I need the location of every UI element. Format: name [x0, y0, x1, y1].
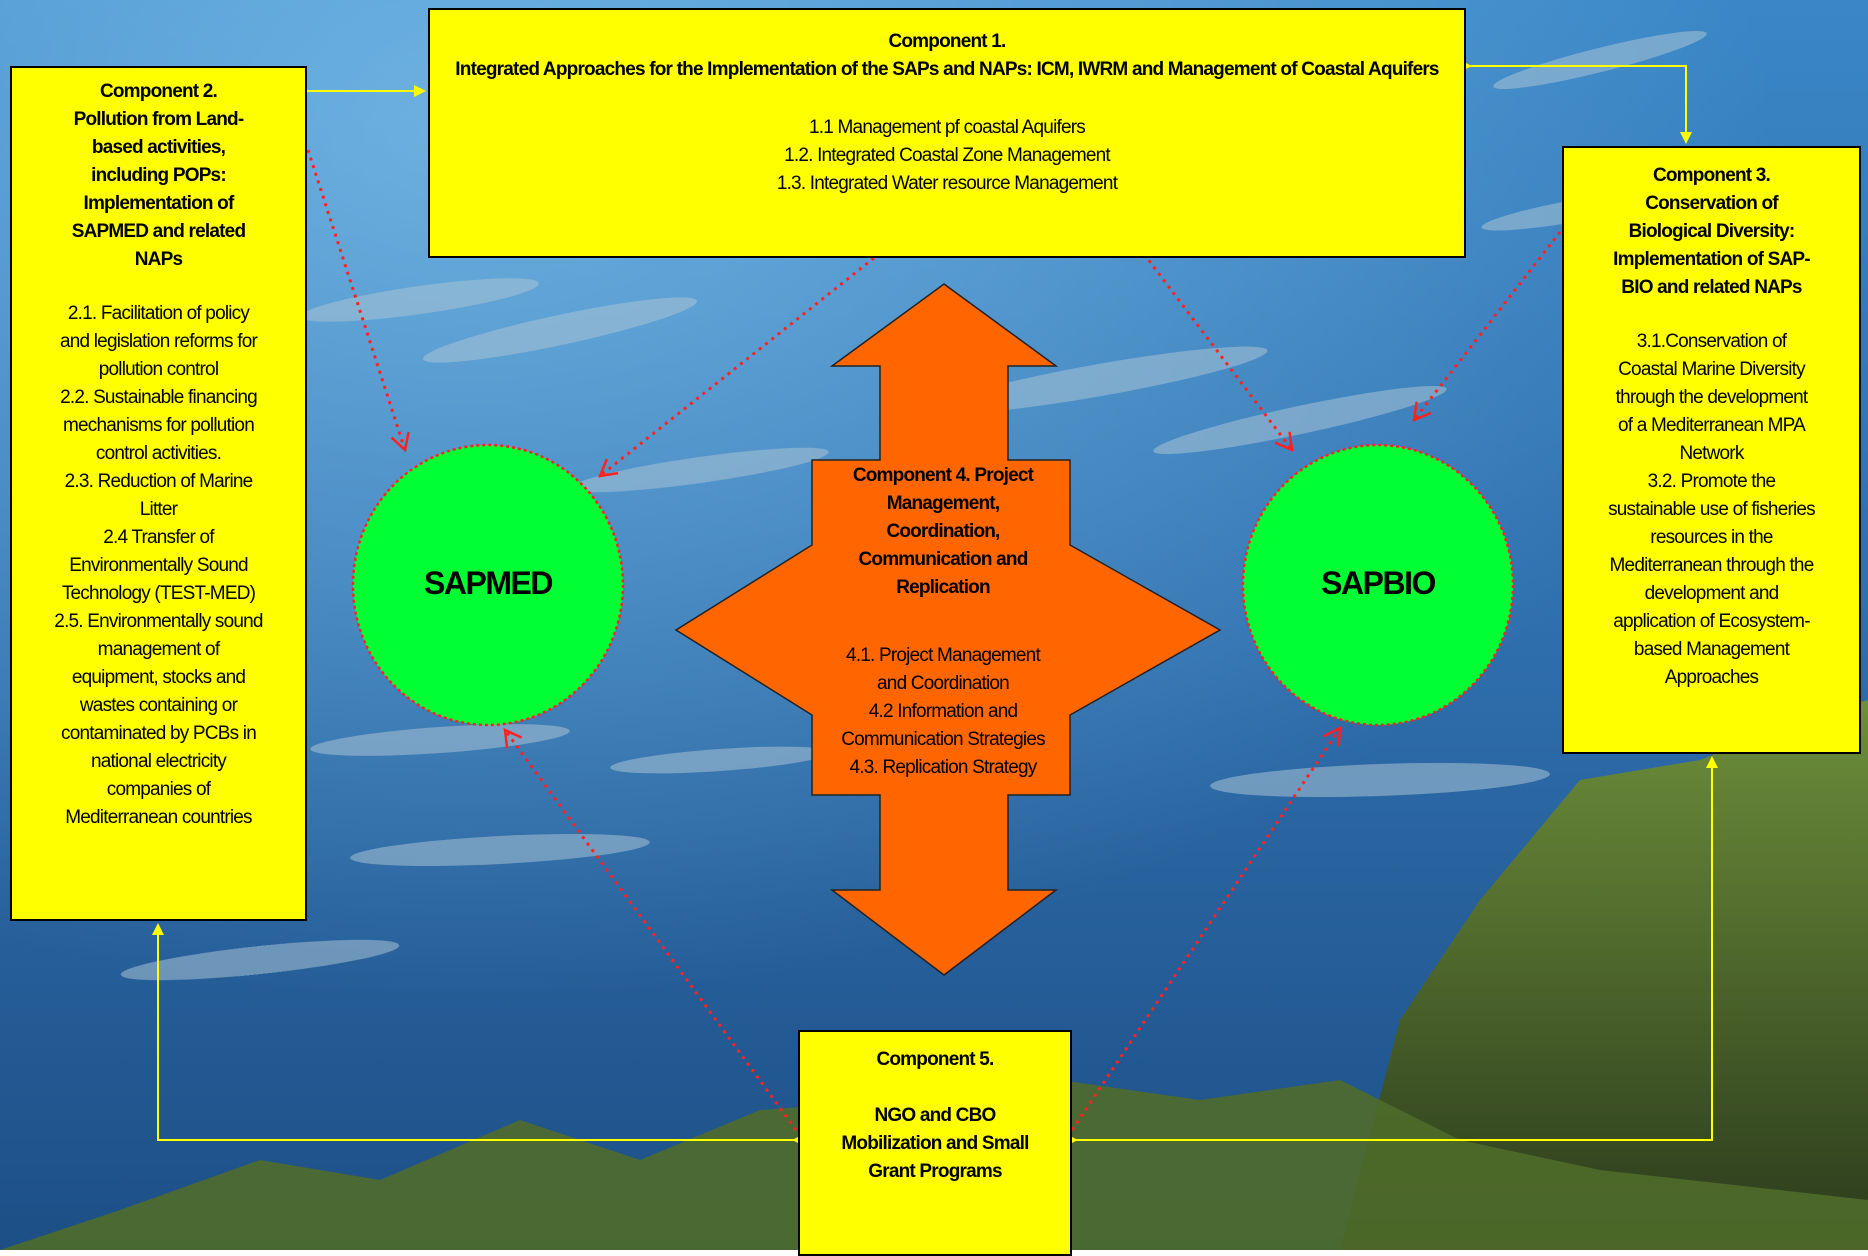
component-3-title: Component 3. Conservation of Biological … — [1613, 165, 1811, 298]
component-4-title: Component 4. Project Management, Coordin… — [852, 465, 1034, 598]
component-3-items: 3.1.Conservation of Coastal Marine Diver… — [1608, 331, 1816, 688]
component-3-box: Component 3. Conservation of Biological … — [1562, 146, 1861, 754]
component-5-items: NGO and CBO Mobilization and Small Grant… — [841, 1105, 1029, 1182]
component-2-items: 2.1. Facilitation of policy and legislat… — [54, 303, 263, 828]
component-1-items: 1.1 Management pf coastal Aquifers 1.2. … — [776, 117, 1118, 194]
component-5-title: Component 5. — [876, 1049, 994, 1070]
sapbio-label: SAPBIO — [1321, 565, 1436, 601]
component-4-items: 4.1. Project Management and Coordination… — [841, 645, 1045, 778]
sapmed-label: SAPMED — [424, 565, 553, 601]
component-4-text: Component 4. Project Management, Coordin… — [808, 462, 1078, 782]
component-2-box: Component 2. Pollution from Land- based … — [10, 66, 307, 921]
component-1-box: Component 1. Integrated Approaches for t… — [428, 8, 1466, 258]
component-1-title: Component 1. Integrated Approaches for t… — [455, 31, 1439, 80]
component-5-box: Component 5. NGO and CBO Mobilization an… — [798, 1030, 1072, 1256]
component-2-title: Component 2. Pollution from Land- based … — [71, 81, 246, 270]
